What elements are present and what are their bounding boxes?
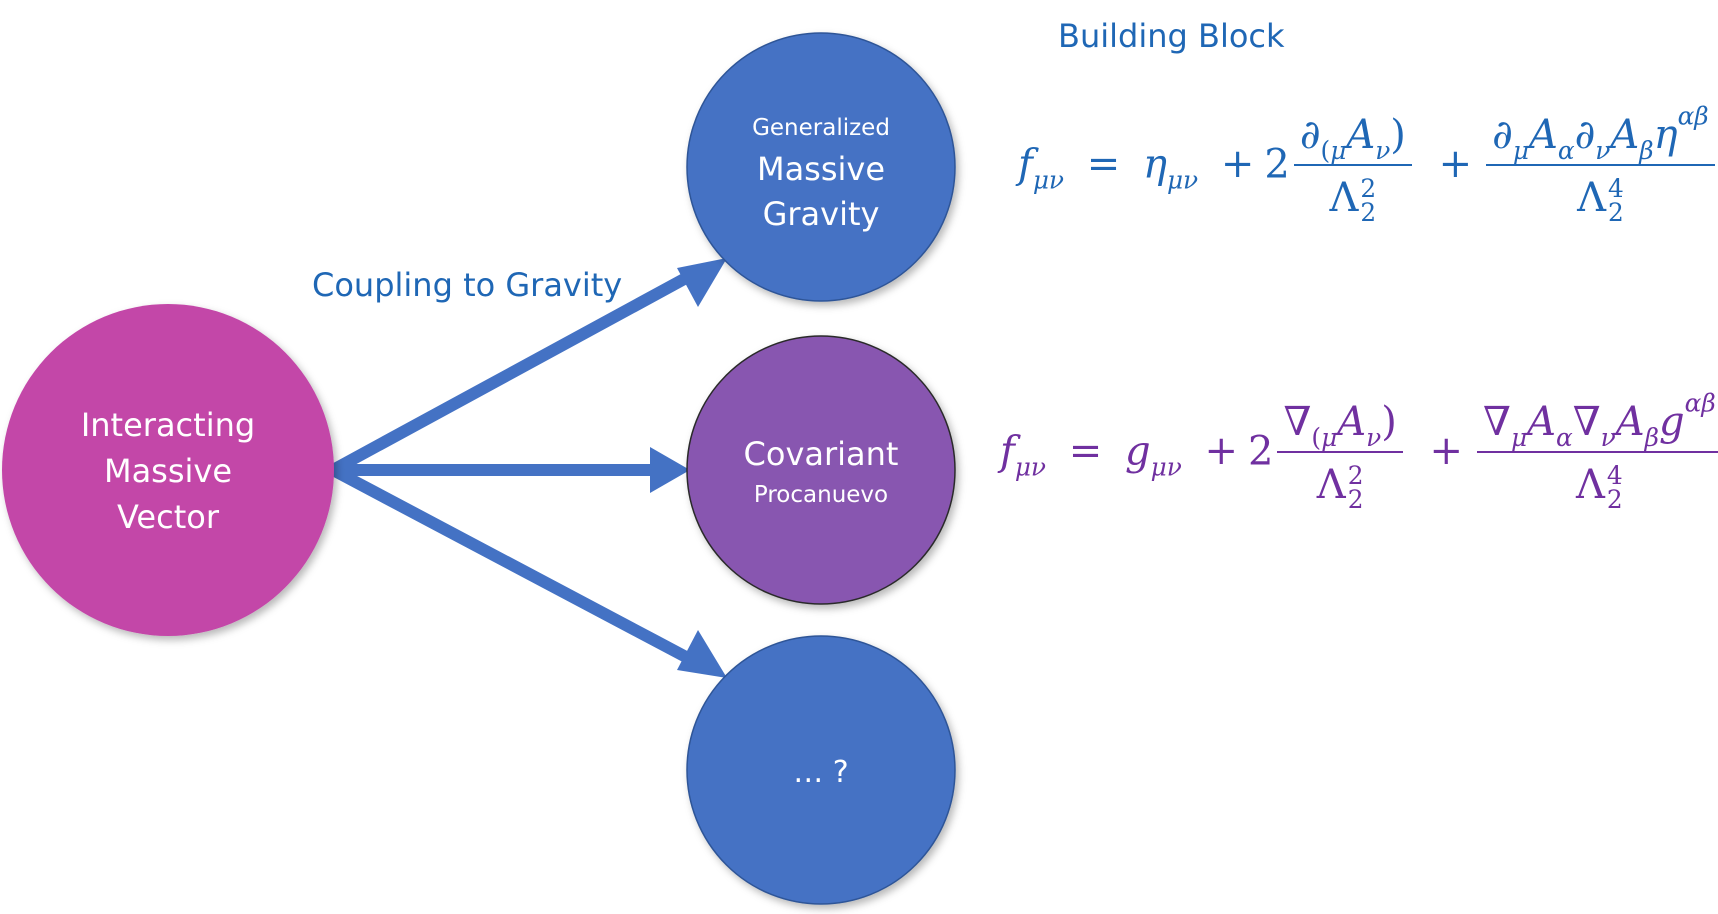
eq1-f2-op1: ∂ xyxy=(1492,112,1513,158)
eq1-f1-den-sub: 2 xyxy=(1360,198,1377,227)
eq2-f1-fsub: ν xyxy=(1366,423,1382,453)
eq2-f1-field: A xyxy=(1337,399,1367,445)
eq1-f2-field1: A xyxy=(1528,112,1558,158)
eq1-plus-1: + xyxy=(1220,141,1255,188)
eq2-lhs: f xyxy=(1000,428,1015,475)
eq2-f1-pc: ) xyxy=(1381,399,1397,445)
gravity-line-1: Massive xyxy=(757,150,885,188)
node-interacting-massive-vector xyxy=(2,304,334,636)
eq1-metric: η xyxy=(1142,141,1167,188)
eq2-metric: g xyxy=(1124,428,1151,475)
eq1-f2-op2: ∂ xyxy=(1574,112,1596,158)
eq1-metric-sub: μν xyxy=(1166,165,1199,195)
unknown-label: … ? xyxy=(793,755,848,790)
eq2-f2-den: Λ xyxy=(1576,462,1605,508)
eq2-f2-fsub2: β xyxy=(1644,423,1659,453)
eq1-plus-2: + xyxy=(1438,141,1473,188)
eq1-f2-fsub2: β xyxy=(1639,136,1654,166)
coupling-to-gravity-label: Coupling to Gravity xyxy=(312,266,622,304)
eq1-f1-op: ∂ xyxy=(1299,112,1321,158)
source-line-2: Massive xyxy=(104,452,232,490)
eq2-f2-metric: g xyxy=(1658,399,1685,445)
eq1-lhs-sub: μν xyxy=(1032,165,1065,195)
eq2-f2-den-sup: 4 xyxy=(1606,461,1623,491)
eq1-f1-field: A xyxy=(1346,112,1376,158)
eq2-plus-1: + xyxy=(1204,428,1239,475)
covariant-main-label: Covariant xyxy=(744,435,899,473)
eq1-f1-den: Λ xyxy=(1329,175,1359,221)
eq2-f1-den-sup: 2 xyxy=(1347,461,1364,491)
eq1-f1-idx: μ xyxy=(1330,136,1347,166)
eq2-f2-field1: A xyxy=(1527,399,1556,445)
eq2-coef: 2 xyxy=(1248,428,1274,475)
eq1-lhs: f xyxy=(1018,141,1033,188)
node-generalized-massive-gravity xyxy=(686,32,956,302)
source-line-1: Interacting xyxy=(81,406,255,444)
eq1-f2-metric-sup: αβ xyxy=(1677,101,1709,131)
eq2-equals: = xyxy=(1068,428,1103,475)
eq1-f2-sub2: ν xyxy=(1595,136,1611,166)
eq2-f2-op1: ∇ xyxy=(1483,399,1511,445)
eq2-f1-den: Λ xyxy=(1316,462,1346,508)
eq1-f1-po: ( xyxy=(1320,136,1331,166)
eq2-f1-idx: μ xyxy=(1321,423,1338,453)
eq2-f2-metric-sup: αβ xyxy=(1684,388,1716,418)
eq1-coef: 2 xyxy=(1264,141,1290,188)
eq2-f2-field2: A xyxy=(1615,399,1645,445)
eq2-f1-po: ( xyxy=(1311,423,1322,453)
gravity-small-label: Generalized xyxy=(752,115,890,141)
eq1-f1-den-sup: 2 xyxy=(1360,174,1377,204)
eq2-f2-sub1: μ xyxy=(1510,423,1528,453)
gravity-line-2: Gravity xyxy=(763,195,880,233)
arrow-to-covariant xyxy=(327,447,690,493)
eq1-f2-sub1: μ xyxy=(1512,136,1529,166)
eq1-f1-pc: ) xyxy=(1390,112,1406,158)
covariant-small-label: Procanuevo xyxy=(754,482,888,508)
arrow-to-unknown xyxy=(327,464,727,678)
eq2-f2-op2: ∇ xyxy=(1572,399,1601,445)
node-unknown xyxy=(686,635,956,905)
eq1-f1-fsub: ν xyxy=(1375,136,1391,166)
node-covariant-procanuevo xyxy=(686,335,956,605)
source-line-3: Vector xyxy=(117,498,220,536)
eq2-f2-sub2: ν xyxy=(1600,423,1616,453)
eq2-metric-sub: μν xyxy=(1150,452,1182,482)
eq1-f2-metric: η xyxy=(1653,112,1678,158)
eq2-lhs-sub: μν xyxy=(1014,452,1047,482)
eq2-f2-den-sub: 2 xyxy=(1606,485,1623,514)
eq2-f1-den-sub: 2 xyxy=(1347,485,1364,514)
eq2-f2-fsub1: α xyxy=(1555,423,1573,453)
building-block-label: Building Block xyxy=(1058,17,1285,55)
eq2-plus-2: + xyxy=(1429,428,1464,475)
eq1-f2-den-sub: 2 xyxy=(1607,198,1624,227)
eq1-f2-den: Λ xyxy=(1577,175,1606,221)
eq1-equals: = xyxy=(1086,141,1121,188)
eq1-f2-field2: A xyxy=(1610,112,1640,158)
eq2-f1-op: ∇ xyxy=(1283,399,1312,445)
eq1-f2-fsub1: α xyxy=(1557,136,1575,166)
eq1-f2-den-sup: 4 xyxy=(1607,174,1624,204)
arrow-to-gravity xyxy=(327,258,727,476)
